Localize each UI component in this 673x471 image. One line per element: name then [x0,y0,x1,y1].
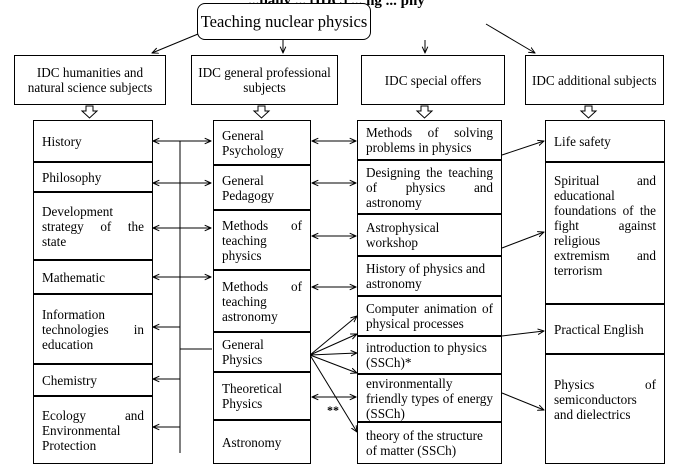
header-additional-label: IDC additional subjects [532,72,657,88]
subject-astronomy: Astronomy [213,420,311,464]
subject-methods-teaching-physics-label: Methods of teaching physics [222,217,302,263]
subject-methods-teaching-physics: Methods of teaching physics [213,210,311,270]
fan-3 [309,353,357,355]
offer-designing-teaching-label: Designing the teaching of physics and as… [366,164,493,210]
additional-life-safety-label: Life safety [554,133,611,149]
header-general-label: IDC general professional subjects [198,65,331,95]
fan-5 [309,354,357,432]
subject-general-pedagogy: General Pedagogy [213,165,311,210]
title-text: Teaching nuclear physics [200,11,368,31]
offer-computer-animation: Computer animation of physical processes [357,296,502,336]
offer-methods-solving-problems-label: Methods of solving problems in physics [366,125,493,155]
subject-philosophy-label: Philosophy [42,169,102,185]
double-star-marker: ** [327,403,339,417]
additional-physics-semiconductors-label: Physics of semiconductors and dielectric… [554,377,656,422]
subject-history: History [33,120,153,162]
header-humanities-label: IDC humanities and natural science subje… [27,65,153,95]
down-arrow-special [415,105,434,119]
offer-astrophysical-workshop-label: Astrophysical workshop [366,220,440,250]
subject-methods-teaching-astronomy: Methods of teaching astronomy [213,270,311,332]
additional-spiritual-foundations-label: Spiritual and educational foundations of… [554,173,656,278]
down-arrow-additional [579,105,598,119]
subject-information-technologies-label: Information technologies in education [42,306,144,352]
subject-astronomy-label: Astronomy [222,434,282,450]
offer-introduction-to-physics-label: introduction to physics (SSCh)* [366,340,487,370]
additional-life-safety: Life safety [545,120,665,162]
subject-theoretical-physics: Theoretical Physics [213,372,311,420]
subject-general-psychology: General Psychology [213,120,311,165]
title-box: Teaching nuclear physics [197,3,371,40]
subject-mathematic: Mathematic [33,260,153,294]
additional-spiritual-foundations: Spiritual and educational foundations of… [545,162,665,304]
subject-chemistry-label: Chemistry [42,372,97,388]
offer-environmentally-friendly-energy-label: environmentally friendly types of energy… [366,375,493,421]
arrow-title-additional [485,23,535,53]
additional-practical-english-label: Practical English [554,321,644,337]
subject-ecology: Ecology and Environmental Protection [33,396,153,464]
offer-computer-animation-label: Computer animation of physical processes [366,301,493,331]
subject-theoretical-physics-label: Theoretical Physics [222,381,283,411]
link-special-english [501,331,544,337]
offer-introduction-to-physics: introduction to physics (SSCh)* [357,336,502,374]
offer-theory-structure-matter-label: theory of the structure of matter (SSCh) [366,428,483,458]
fan-2 [309,334,357,356]
offer-methods-solving-problems: Methods of solving problems in physics [357,120,502,160]
additional-practical-english: Practical English [545,304,665,354]
subject-information-technologies: Information technologies in education [33,294,153,364]
down-arrow-general [252,105,271,119]
subject-methods-teaching-astronomy-label: Methods of teaching astronomy [222,278,302,324]
link-special-spiritual [501,232,544,249]
header-special: IDC special offers [361,55,505,105]
offer-history-physics-astronomy: History of physics and astronomy [357,256,502,296]
header-humanities: IDC humanities and natural science subje… [14,55,166,105]
header-general: IDC general professional subjects [191,55,338,105]
subject-general-psychology-label: General Psychology [222,127,284,158]
offer-environmentally-friendly-energy: environmentally friendly types of energy… [357,374,502,422]
offer-theory-structure-matter: theory of the structure of matter (SSCh) [357,422,502,464]
subject-chemistry: Chemistry [33,364,153,396]
subject-mathematic-label: Mathematic [42,269,105,285]
subject-general-physics-label: General Physics [222,337,264,367]
header-additional: IDC additional subjects [525,55,664,105]
header-special-label: IDC special offers [384,72,482,88]
fan-1 [309,316,357,356]
link-special-life [501,141,544,156]
subject-general-physics: General Physics [213,332,311,372]
subject-general-pedagogy-label: General Pedagogy [222,172,275,203]
offer-history-physics-astronomy-label: History of physics and astronomy [366,261,486,291]
subject-history-label: History [42,133,82,149]
subject-development-strategy: Development strategy of the state [33,192,153,260]
offer-astrophysical-workshop: Astrophysical workshop [357,214,502,256]
offer-designing-teaching: Designing the teaching of physics and as… [357,160,502,214]
subject-ecology-label: Ecology and Environmental Protection [42,407,144,453]
link-special-semis [501,392,544,410]
down-arrow-humanities [80,105,99,119]
additional-physics-semiconductors: Physics of semiconductors and dielectric… [545,354,665,464]
fan-4 [309,354,357,373]
subject-development-strategy-label: Development strategy of the state [42,203,144,249]
subject-philosophy: Philosophy [33,162,153,192]
